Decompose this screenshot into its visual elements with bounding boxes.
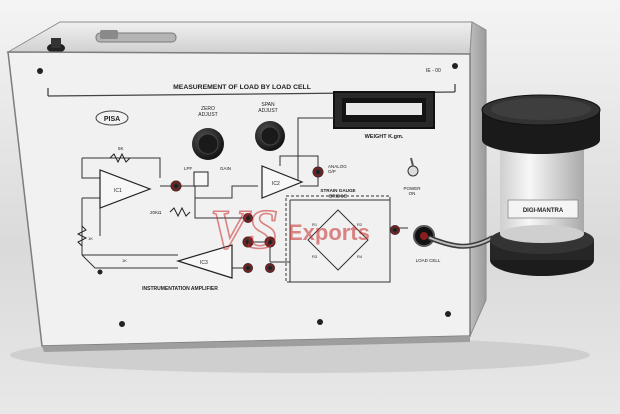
screw-bottom-left	[119, 321, 125, 327]
opamp-ic2-label: IC2	[272, 181, 280, 187]
watermark: VS Exports	[209, 198, 370, 262]
logo: PISA	[104, 116, 120, 123]
jack-mid-2	[242, 236, 254, 248]
watermark-vs: VS	[210, 199, 279, 261]
load-cell-label: DIGI-MANTRA	[523, 208, 564, 214]
display-label: WEIGHT K.gm.	[365, 134, 404, 140]
jack-bridge-out	[390, 225, 400, 235]
resistor-bottom-label: 1K	[122, 258, 127, 263]
lpf-block	[193, 171, 209, 187]
opamp-ic2	[261, 165, 304, 199]
jack-mid-5	[265, 263, 275, 273]
amp-label: INSTRUMENTATION AMPLIFIER	[142, 286, 218, 292]
lpf-label: LPF	[184, 166, 193, 171]
jack-ic1-out	[170, 180, 182, 192]
cable-highlight	[429, 237, 493, 248]
panel-title: MEASUREMENT OF LOAD BY LOAD CELL	[173, 84, 311, 91]
bridge-r4: R4	[357, 254, 363, 259]
opamp-ic3-label: IC3	[200, 260, 208, 266]
zero-knob-cap	[197, 133, 219, 155]
model-code: IE - 00	[426, 68, 441, 74]
screw-top-left	[37, 68, 43, 74]
load-pan-dish	[491, 98, 591, 120]
bridge-diamond	[307, 209, 369, 271]
jack-mid-3	[264, 236, 276, 248]
jack-analog-out	[312, 166, 324, 178]
cabinet-side	[469, 21, 487, 337]
jack-mid-4	[243, 263, 253, 273]
opamp-ic3	[175, 244, 233, 279]
screw-bottom-mid	[317, 319, 323, 325]
load-cell-connector-label: LOAD CELL	[416, 258, 441, 263]
panel-bottom-edge	[42, 336, 470, 352]
handle-clip	[100, 30, 118, 39]
jack-mid-1	[243, 213, 253, 223]
bridge-r2: R2	[357, 222, 363, 227]
cabinet-top	[6, 21, 473, 55]
logo-oval	[95, 110, 129, 126]
connector-center	[420, 232, 428, 240]
strain-gauge-box	[285, 195, 391, 283]
load-cell-body	[500, 142, 584, 234]
resistor-top-label: 5K	[118, 146, 124, 151]
screw-bottom-right	[445, 311, 451, 317]
power-toggle-lever	[410, 157, 414, 167]
load-cell-body-bottom	[500, 225, 584, 243]
opamp-ic1	[99, 169, 152, 209]
span-knob-cap	[260, 126, 280, 146]
bridge-r1: R1	[312, 222, 318, 227]
bridge-r3: R3	[312, 254, 318, 259]
power-switch	[407, 165, 419, 177]
screw-top-right	[452, 63, 458, 69]
resistor-left-label: 1K	[88, 236, 93, 241]
gain-label: GAIN	[220, 166, 231, 171]
watermark-exports: Exports	[288, 220, 370, 245]
resistor-left	[76, 225, 88, 247]
opamp-ic1-label: IC1	[114, 188, 122, 194]
resistor-feedback	[109, 152, 131, 164]
top-button-stem	[51, 38, 61, 48]
display-glow	[346, 103, 422, 115]
resistor-gain	[169, 206, 191, 218]
load-cell-tag	[507, 199, 579, 219]
load-pan-bottom	[482, 126, 600, 154]
terminal-dot	[97, 269, 103, 275]
resistor-mid-label: 20KΩ	[150, 210, 162, 215]
